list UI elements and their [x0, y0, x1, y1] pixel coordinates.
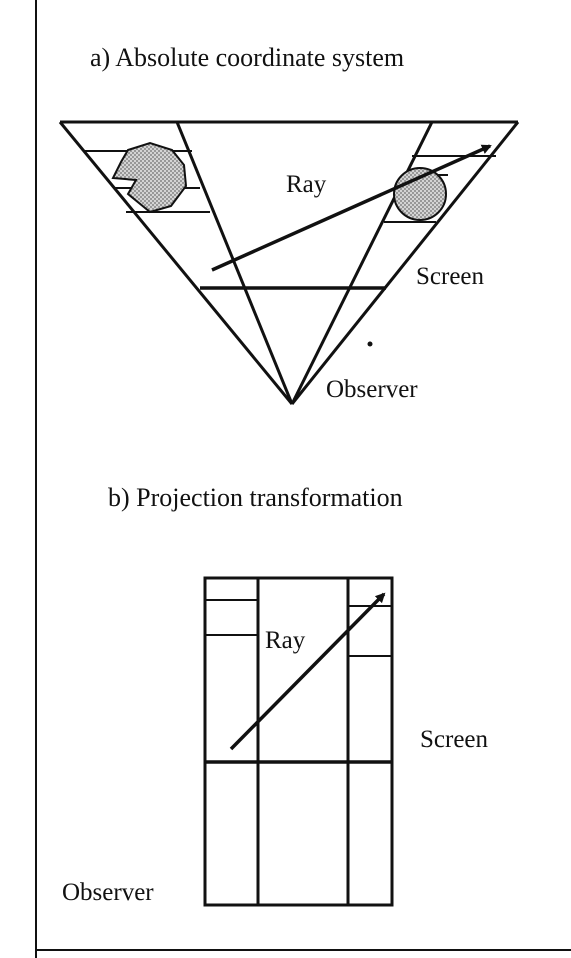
panel-b: b) Projection transformation Ray Screen … [62, 483, 489, 907]
panel-b-observer-label: Observer [62, 879, 154, 906]
panel-a-ray-label: Ray [286, 171, 327, 198]
frustum-right-edge [290, 121, 520, 405]
projected-ray-arrow [229, 592, 386, 751]
frustum-inner-right-line [290, 121, 434, 405]
panel-b-title: b) Projection transformation [108, 483, 403, 512]
projected-volume-rect [203, 576, 394, 907]
irregular-object-shape [111, 141, 188, 214]
frustum-left-edge [58, 121, 294, 405]
panel-b-ray-label: Ray [265, 627, 306, 654]
panel-b-screen-label: Screen [420, 726, 489, 753]
panel-a-screen-label: Screen [416, 263, 485, 290]
ray-arrow [211, 144, 492, 272]
figure-frame [35, 0, 571, 958]
panel-a: a) Absolute coordinate system [58, 43, 520, 405]
panel-a-title: a) Absolute coordinate system [90, 43, 404, 72]
panel-a-observer-label: Observer [326, 376, 418, 403]
sphere-object [393, 167, 447, 221]
stray-dot-marker [367, 341, 373, 347]
frustum-inner-left-line [175, 121, 294, 405]
view-frustum [58, 120, 520, 405]
